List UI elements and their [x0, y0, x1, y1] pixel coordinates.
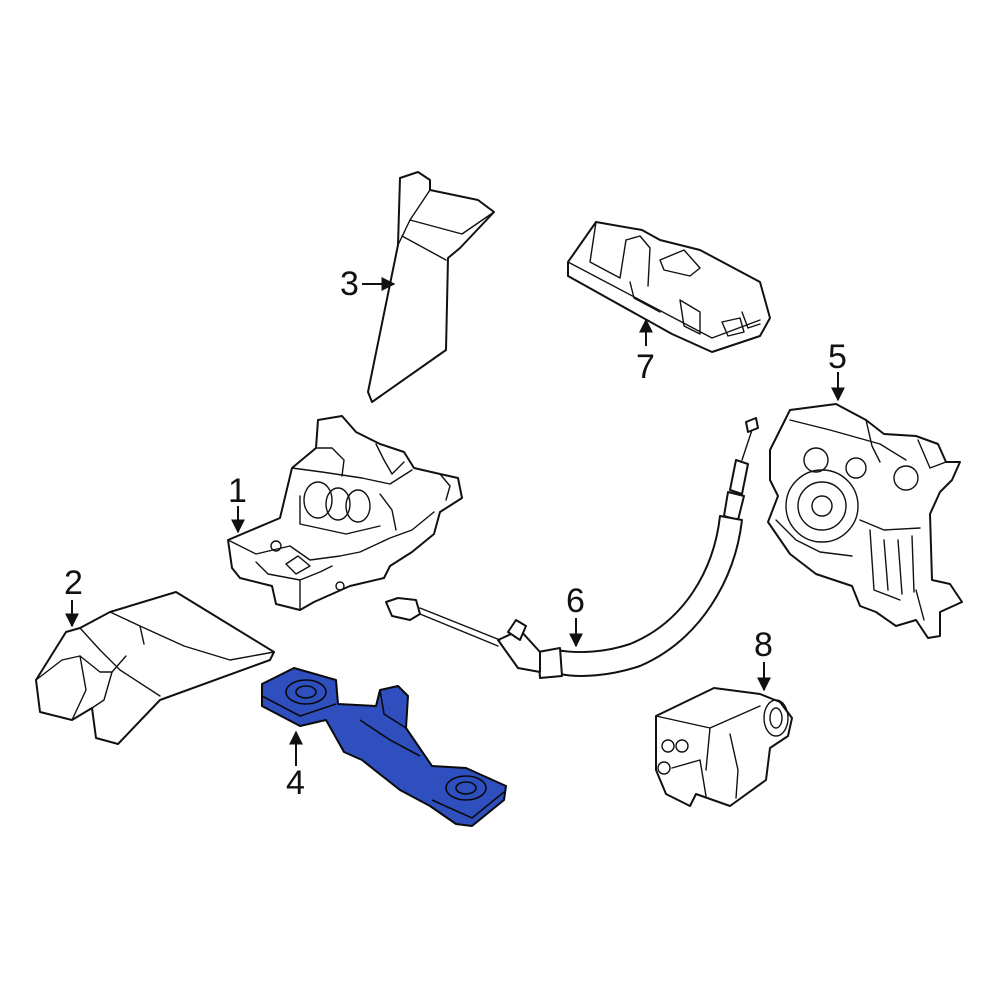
part-2-lock-cover[interactable]: [35, 591, 275, 745]
callout-label-6: 6: [566, 582, 585, 620]
part-6-release-cable[interactable]: [385, 417, 759, 679]
callout-5: 5: [828, 338, 847, 402]
callout-2: 2: [64, 564, 83, 628]
part-8-switch-connector[interactable]: [655, 687, 793, 807]
callout-label-7: 7: [636, 348, 655, 386]
callout-1: 1: [228, 472, 247, 534]
callout-7: 7: [636, 318, 655, 386]
callout-6: 6: [566, 582, 585, 648]
part-1-lock-actuator[interactable]: [227, 415, 463, 611]
part-3-seal-bracket[interactable]: [367, 171, 495, 403]
part-4-striker-bracket[interactable]: [261, 667, 507, 827]
callout-8: 8: [754, 626, 773, 692]
callout-label-3: 3: [340, 265, 359, 303]
part-7-release-switch[interactable]: [567, 221, 771, 353]
callout-label-2: 2: [64, 564, 83, 602]
callout-label-5: 5: [828, 338, 847, 376]
callout-label-4: 4: [286, 764, 305, 802]
callout-3: 3: [340, 265, 396, 303]
callout-label-1: 1: [228, 472, 247, 510]
callout-label-8: 8: [754, 626, 773, 664]
callout-4: 4: [286, 730, 305, 802]
part-5-latch-motor[interactable]: [767, 403, 963, 639]
